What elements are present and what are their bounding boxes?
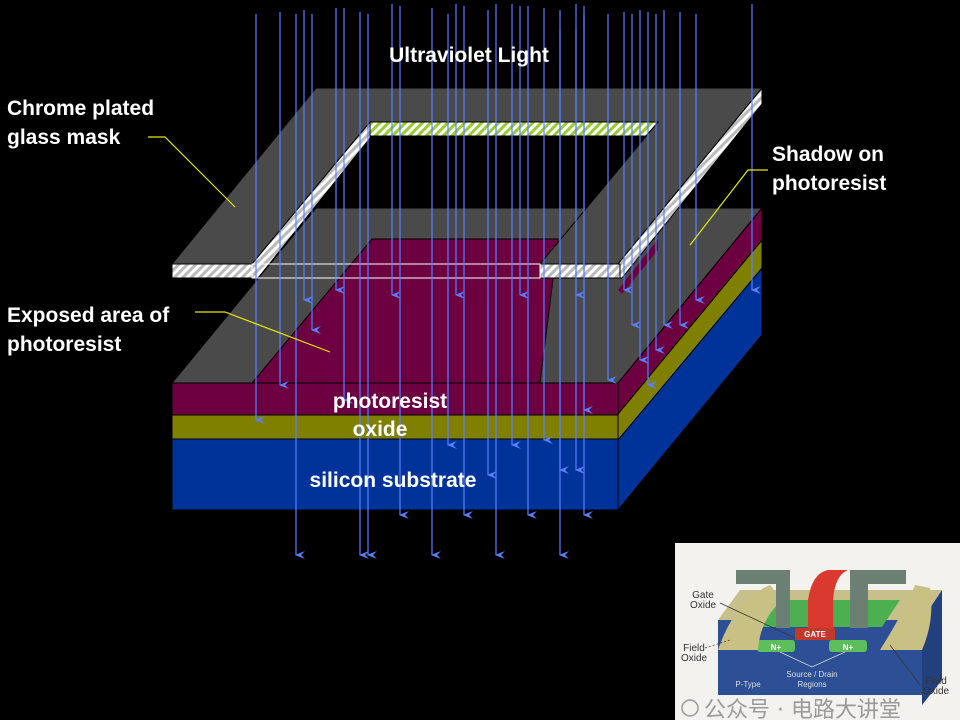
- p-type-label: P-Type: [735, 680, 761, 689]
- field-oxide-right-2: Oxide: [923, 686, 950, 697]
- source-drain-label-1: Source / Drain: [786, 670, 837, 679]
- mask-callout: Chrome plated glass mask: [7, 94, 154, 152]
- field-oxide-left-2: Oxide: [681, 653, 708, 664]
- photoresist-label: photoresist: [333, 390, 447, 413]
- substrate-label: silicon substrate: [310, 469, 477, 492]
- exposed-callout-line-2: photoresist: [7, 333, 122, 356]
- chrome-mask: [170, 86, 764, 279]
- mask-callout-line-1: Chrome plated: [7, 97, 155, 120]
- exposed-callout: Exposed area of photoresist: [7, 301, 169, 359]
- exposed-callout-line-1: Exposed area of: [7, 304, 170, 327]
- source-drain-label-2: Regions: [797, 680, 826, 689]
- shadow-callout-line-1: Shadow on: [772, 143, 884, 166]
- gate-label: GATE: [804, 630, 826, 639]
- shadow-callout-line-2: photoresist: [772, 172, 887, 195]
- uv-light-title: Ultraviolet Light: [389, 44, 549, 67]
- n-plus-right: N+: [843, 643, 854, 652]
- mosfet-inset: Gate Oxide Field Oxide Field Oxide GATE …: [675, 543, 960, 720]
- shadow-leader-line: [689, 169, 768, 246]
- n-plus-left: N+: [771, 643, 782, 652]
- shadow-callout: Shadow on photoresist: [772, 140, 886, 198]
- mask-leader-line: [148, 136, 236, 208]
- mask-inner-back-edge: [369, 121, 660, 137]
- uv-rays: [255, 4, 761, 559]
- field-oxide-right-1: Field: [925, 676, 947, 687]
- substrate-front: [171, 438, 619, 511]
- mask-callout-line-2: glass mask: [7, 126, 121, 149]
- watermark: 公众号 · 电路大讲堂: [704, 698, 901, 720]
- exposed-photoresist: [250, 238, 559, 384]
- field-oxide-left-1: Field: [683, 643, 705, 654]
- gate-oxide-label-2: Oxide: [690, 600, 717, 611]
- mask-front-opening: [251, 263, 541, 279]
- oxide-label: oxide: [353, 418, 408, 441]
- mask-front-left: [171, 263, 253, 279]
- wechat-icon: [681, 699, 699, 717]
- gate-oxide-label-1: Gate: [692, 590, 714, 601]
- exposed-leader-line: [195, 311, 331, 353]
